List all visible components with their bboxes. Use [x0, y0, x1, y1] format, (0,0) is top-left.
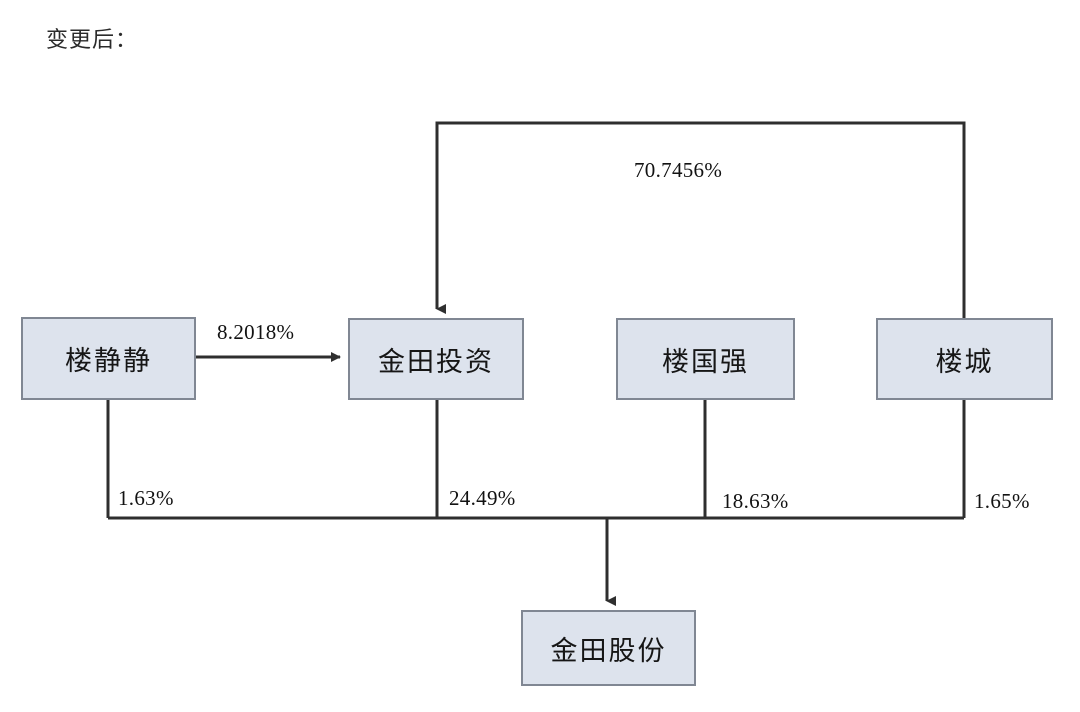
edge-label-lou-jingjing-to-jintian-investment: 8.2018%	[217, 320, 295, 344]
node-label: 金田股份	[550, 635, 667, 666]
edge-lou-cheng-to-jintian-investment	[435, 121, 966, 318]
node-label: 楼静静	[65, 346, 152, 376]
node-lou-jingjing[interactable]: 楼静静	[21, 317, 196, 400]
node-label: 楼国强	[662, 346, 749, 377]
node-jintian-investment[interactable]: 金田投资	[348, 318, 524, 400]
page-title: 变更后：	[46, 27, 139, 52]
node-label: 金田投资	[378, 346, 494, 377]
node-label: 楼城	[935, 346, 994, 377]
node-jintian-shares[interactable]: 金田股份	[521, 610, 696, 686]
edge-label-jintian-investment-to-jintian-shares: 24.49%	[449, 486, 516, 510]
node-lou-guoqiang[interactable]: 楼国强	[616, 318, 795, 400]
edge-label-lou-cheng-to-jintian-investment: 70.7456%	[634, 158, 723, 182]
edge-label-lou-cheng-to-jintian-shares: 1.65%	[974, 489, 1030, 513]
node-lou-cheng[interactable]: 楼城	[876, 318, 1053, 400]
edge-label-lou-guoqiang-to-jintian-shares: 18.63%	[722, 489, 789, 513]
edge-label-lou-jingjing-to-jintian-shares: 1.63%	[118, 486, 174, 510]
